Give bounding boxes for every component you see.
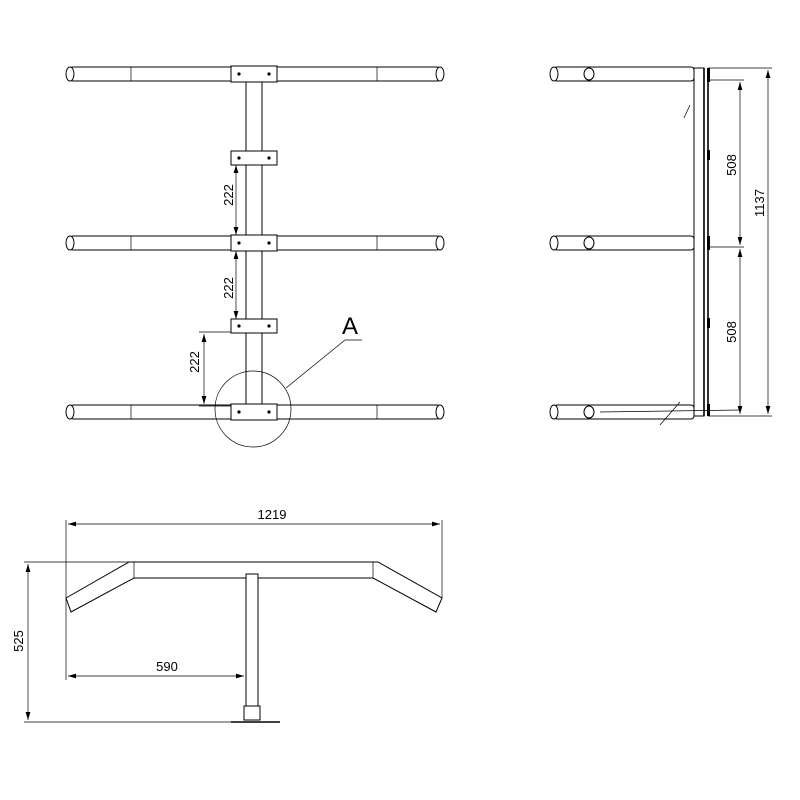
side-view: 508 508 1137 xyxy=(549,66,772,426)
clamp-plate-3 xyxy=(230,234,278,252)
dimension-222-lower: 222 xyxy=(187,331,231,407)
dimension-text: 525 xyxy=(11,630,26,652)
dimension-590: 590 xyxy=(68,659,244,679)
side-rail-bottom xyxy=(549,401,741,426)
side-rail-middle xyxy=(549,235,695,251)
dimension-525: 525 xyxy=(11,564,31,720)
top-post xyxy=(231,573,280,723)
dimension-text: 222 xyxy=(221,184,236,206)
dimension-1219: 1219 xyxy=(68,507,440,527)
detail-label: A xyxy=(342,313,358,340)
dimension-text: 1219 xyxy=(258,507,287,522)
dimension-508-lower: 508 xyxy=(724,249,743,414)
front-view: 222 222 222 A xyxy=(65,65,445,448)
dimension-508-upper: 508 xyxy=(724,82,743,245)
dimension-1137: 1137 xyxy=(752,70,771,414)
dimension-text: 508 xyxy=(724,321,739,343)
clamp-plate-4 xyxy=(230,318,278,334)
clamp-plate-1 xyxy=(230,65,278,83)
top-view: 1219 590 525 xyxy=(11,507,443,723)
dimension-text: 1137 xyxy=(752,189,767,217)
dimension-222-upper: 222 xyxy=(221,165,239,235)
dimension-text: 508 xyxy=(724,154,739,176)
dimension-text: 222 xyxy=(187,351,202,373)
dimension-text: 222 xyxy=(221,277,236,299)
clamp-plate-5 xyxy=(230,403,278,421)
dimension-222-middle: 222 xyxy=(221,251,239,319)
clamp-plate-2 xyxy=(230,150,278,166)
dimension-text: 590 xyxy=(156,659,178,674)
top-rail xyxy=(65,561,443,613)
side-post xyxy=(683,67,710,417)
detail-a-callout: A xyxy=(214,313,362,448)
side-rail-top xyxy=(549,66,695,82)
